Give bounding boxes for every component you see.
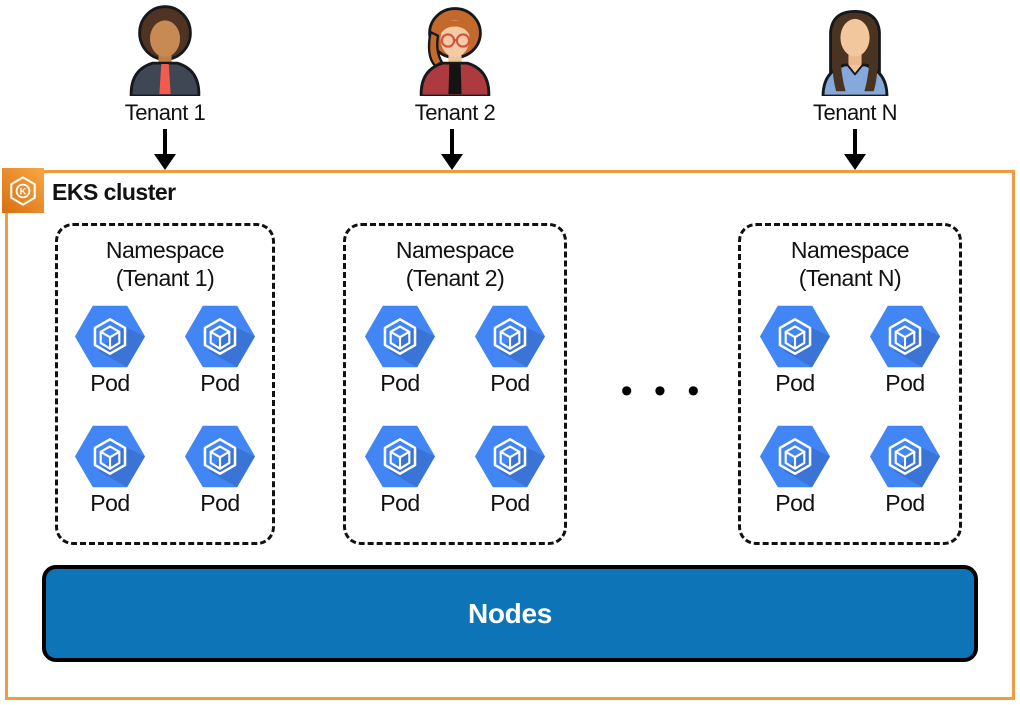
tenant-1-avatar-icon xyxy=(118,2,212,96)
more-namespaces-ellipsis: • • • xyxy=(620,371,700,410)
nodes-label: Nodes xyxy=(467,597,553,629)
pod-label: Pod xyxy=(200,490,240,516)
kubernetes-pod-icon xyxy=(184,425,256,488)
pod: Pod xyxy=(464,305,556,397)
tenant-1-label: Tenant 1 xyxy=(124,100,206,125)
arrow-shaft xyxy=(163,129,167,154)
tenant-n: Tenant N xyxy=(795,2,915,126)
pod-label: Pod xyxy=(380,370,420,396)
namespace-title-line2: (Tenant 1) xyxy=(115,265,215,291)
pod: Pod xyxy=(859,425,951,517)
cluster-title: EKS cluster xyxy=(52,179,176,205)
eks-cluster-box: EKS cluster Namespace (Tenant 1) Pod Pod… xyxy=(2,168,1015,700)
pod-label: Pod xyxy=(200,370,240,396)
nodes-bar: Nodes xyxy=(42,565,978,662)
pod: Pod xyxy=(464,425,556,517)
pod: Pod xyxy=(64,305,156,397)
kubernetes-pod-icon xyxy=(474,425,546,488)
pod-label: Pod xyxy=(90,370,130,396)
arrow-head-icon xyxy=(154,154,176,170)
pod: Pod xyxy=(174,425,266,517)
kubernetes-pod-icon xyxy=(759,305,831,368)
kubernetes-pod-icon xyxy=(184,305,256,368)
pod-grid: Pod Pod Pod Pod xyxy=(749,305,951,517)
namespace-title: Namespace (Tenant 2) xyxy=(395,236,515,292)
namespace-box-tenant-n: Namespace (Tenant N) Pod Pod Pod xyxy=(738,223,962,545)
kubernetes-pod-icon xyxy=(474,305,546,368)
pod-grid: Pod Pod Pod Pod xyxy=(354,305,556,517)
namespace-title-line2: (Tenant 2) xyxy=(405,265,505,291)
namespace-title-line1: Namespace xyxy=(105,237,225,263)
kubernetes-pod-icon xyxy=(364,305,436,368)
namespace-box-tenant-2: Namespace (Tenant 2) Pod Pod Pod xyxy=(343,223,567,545)
pod-label: Pod xyxy=(775,490,815,516)
pod-label: Pod xyxy=(490,490,530,516)
pod-label: Pod xyxy=(885,370,925,396)
pod: Pod xyxy=(354,425,446,517)
pod: Pod xyxy=(749,425,841,517)
pod-label: Pod xyxy=(90,490,130,516)
pod-label: Pod xyxy=(885,490,925,516)
tenant-1: Tenant 1 xyxy=(105,2,225,126)
kubernetes-pod-icon xyxy=(364,425,436,488)
pod-label: Pod xyxy=(380,490,420,516)
pod-grid: Pod Pod Pod Pod xyxy=(64,305,266,517)
namespace-title-line1: Namespace xyxy=(790,237,910,263)
eks-kubernetes-icon xyxy=(6,174,40,208)
arrow-shaft xyxy=(853,129,857,154)
kubernetes-pod-icon xyxy=(74,425,146,488)
namespace-title: Namespace (Tenant N) xyxy=(790,236,910,292)
pod: Pod xyxy=(64,425,156,517)
namespace-title-line2: (Tenant N) xyxy=(798,265,902,291)
arrow-head-icon xyxy=(441,154,463,170)
arrow-shaft xyxy=(450,129,454,154)
namespace-title: Namespace (Tenant 1) xyxy=(105,236,225,292)
eks-badge xyxy=(2,168,44,213)
arrow-head-icon xyxy=(844,154,866,170)
kubernetes-pod-icon xyxy=(759,425,831,488)
tenant-2-avatar-icon xyxy=(408,2,502,96)
tenant-2: Tenant 2 xyxy=(395,2,515,126)
pod-label: Pod xyxy=(775,370,815,396)
namespace-box-tenant-1: Namespace (Tenant 1) Pod Pod Pod xyxy=(55,223,275,545)
kubernetes-pod-icon xyxy=(869,425,941,488)
arrow-tenant-2-to-cluster xyxy=(441,129,463,170)
pod: Pod xyxy=(174,305,266,397)
tenant-n-label: Tenant N xyxy=(812,100,898,125)
tenant-n-avatar-icon xyxy=(808,2,902,96)
arrow-tenant-1-to-cluster xyxy=(154,129,176,170)
kubernetes-pod-icon xyxy=(74,305,146,368)
namespace-title-line1: Namespace xyxy=(395,237,515,263)
kubernetes-pod-icon xyxy=(869,305,941,368)
pod-label: Pod xyxy=(490,370,530,396)
pod: Pod xyxy=(749,305,841,397)
arrow-tenant-n-to-cluster xyxy=(844,129,866,170)
pod: Pod xyxy=(354,305,446,397)
pod: Pod xyxy=(859,305,951,397)
tenant-2-label: Tenant 2 xyxy=(414,100,496,125)
